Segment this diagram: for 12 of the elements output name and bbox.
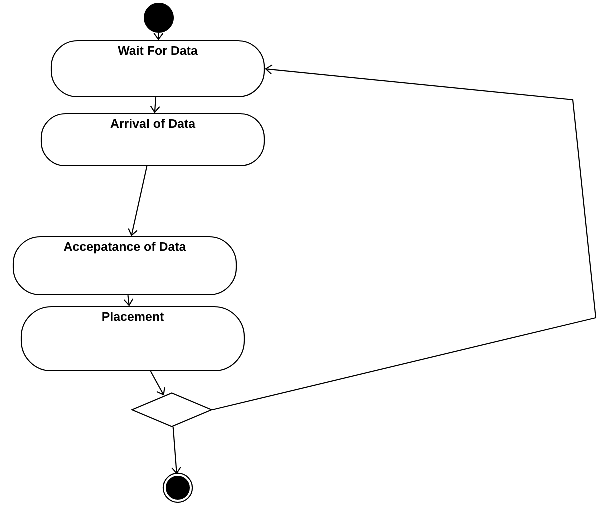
action-box: Wait For Data — [50, 40, 266, 98]
arrow — [172, 426, 182, 474]
arrow — [212, 64, 597, 411]
arrow — [150, 371, 166, 396]
start-circle — [144, 3, 174, 33]
end-circle — [162, 472, 194, 504]
action-box: Accepatance of Data — [12, 236, 238, 296]
arrow — [150, 98, 160, 114]
action-box: Arrival of Data — [40, 113, 266, 167]
arrow — [124, 295, 134, 306]
action-box: Placement — [20, 306, 246, 372]
arrow — [128, 166, 148, 236]
